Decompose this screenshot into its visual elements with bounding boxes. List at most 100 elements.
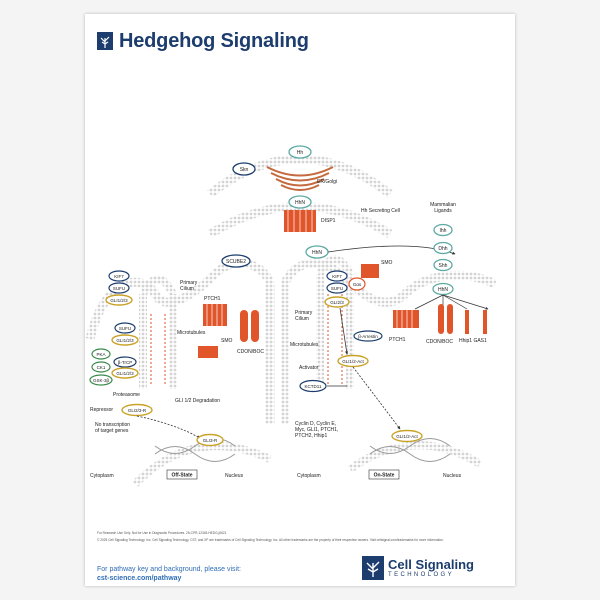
gli-act-nuclear: GLI1/2-Act [391, 429, 423, 443]
svg-text:GLI2/3: GLI2/3 [330, 300, 344, 305]
smo-left-label: SMO [221, 338, 233, 344]
svg-text:KIF7: KIF7 [332, 274, 342, 279]
gli3r-box: GLI2/3-R [121, 403, 153, 417]
primary-cilium-left [139, 275, 177, 389]
no-transcription-label-2: of target genes [95, 428, 129, 434]
svg-text:SUFU: SUFU [113, 286, 125, 291]
pathway-poster: Hedgehog Signaling [85, 14, 515, 586]
hhn-node-right: HhN [432, 282, 454, 296]
sufu-left: SUFU [108, 282, 130, 294]
hhn-node-mid: HhN [305, 245, 329, 259]
svg-text:Skn: Skn [240, 167, 249, 173]
nucleus-right [347, 441, 483, 473]
poster-header: Hedgehog Signaling [97, 28, 309, 54]
off-state-badge: Off-State [166, 469, 198, 480]
activator-label: Activator [299, 365, 319, 371]
er-golgi-label: ER/Golgi [317, 179, 337, 185]
cdon-boc-left-label: CDON/BOC [237, 349, 264, 355]
svg-text:Off-State: Off-State [171, 473, 192, 479]
nucleus-left [132, 442, 272, 487]
svg-text:Shh: Shh [439, 263, 448, 269]
brand-name: Cell Signaling [388, 556, 474, 572]
svg-text:GLI3-R: GLI3-R [203, 438, 218, 443]
btrcp-node: β-TrCP [113, 356, 137, 368]
svg-text:Ihh: Ihh [440, 228, 447, 234]
smo-right-receptor [361, 264, 379, 278]
microtubules-left-label: Microtubules [177, 330, 206, 336]
ptch1-right-receptor [393, 310, 419, 328]
svg-text:GLI2/3-R: GLI2/3-R [128, 408, 147, 413]
cst-tree-logo-icon [362, 556, 384, 580]
hhip1-gas1-label: Hhip1 GAS1 [459, 338, 487, 344]
svg-text:HhN: HhN [295, 200, 305, 206]
page-title: Hedgehog Signaling [119, 29, 309, 52]
dhh-node: Dhh [433, 241, 453, 255]
svg-text:Gαs: Gαs [353, 282, 362, 287]
skn-node: Skn [232, 162, 256, 176]
pathway-link-block: For pathway key and background, please v… [97, 565, 241, 583]
ihh-node: Ihh [433, 223, 453, 237]
svg-text:GLI1/2/3: GLI1/2/3 [110, 298, 128, 303]
svg-text:SUFU: SUFU [119, 326, 131, 331]
sufu-left-2: SUFU [114, 322, 136, 334]
svg-text:β-TrCP: β-TrCP [118, 360, 132, 365]
repressor-label: Repressor [90, 407, 113, 413]
ptch1-left-label: PTCH1 [204, 296, 221, 302]
svg-text:Dhh: Dhh [438, 246, 447, 252]
primary-cilium-mid-label: Primary [295, 310, 313, 316]
gli-right: GLI2/3 [324, 296, 350, 308]
dna-right [369, 438, 451, 462]
hh-node: Hh [288, 145, 312, 159]
cst-brand-logo: Cell Signaling TECHNOLOGY [362, 553, 510, 583]
disp1-label: DISP1 [321, 218, 336, 224]
ptch1-left-receptor [203, 304, 227, 326]
hh-secreting-label: Hh Secreting Cell [361, 208, 400, 214]
gas-node: Gαs [348, 277, 366, 291]
sufu-right: SUFU [326, 282, 348, 294]
research-use-line: For Research Use Only. Not for Use in Di… [97, 531, 227, 535]
mammalian-label: Mammalian [430, 202, 456, 208]
gli-left-1: GLI1/2/3 [105, 294, 133, 306]
targets-line-2: Myc, GLI1, PTCH1, [295, 427, 338, 433]
svg-text:GSK-3β: GSK-3β [93, 378, 110, 383]
svg-text:Hh: Hh [297, 150, 304, 156]
cilium-left-label: Cilium [180, 286, 194, 292]
cytoplasm-right-label: Cytoplasm [297, 473, 321, 479]
svg-text:GLI1/2-Act: GLI1/2-Act [342, 359, 364, 364]
targets-line-3: PTCH2, Hhip1 [295, 433, 327, 439]
gli-left-3: GLI1/2/3 [111, 367, 139, 379]
scube2-node: SCUBE2 [221, 254, 251, 268]
nucleus-left-label: Nucleus [225, 473, 244, 479]
gli-act-right: GLI1/2-Act [337, 354, 369, 368]
proteasome-label: Proteasome [113, 392, 140, 398]
svg-text:On-State: On-State [374, 473, 395, 479]
smo-left-receptor [198, 346, 218, 358]
microtubules-right-label: Microtubules [290, 342, 319, 348]
no-transcription-label-1: No transcription [95, 422, 130, 428]
kif7-right: KIF7 [326, 270, 348, 282]
cdon-boc-right-label: CDON/BOC [426, 339, 453, 345]
ck1-node: CK1 [91, 361, 111, 373]
pathway-url-link[interactable]: cst-science.com/pathway [97, 575, 182, 582]
copyright-line: © 2025 Cell Signaling Technology, Inc. C… [97, 538, 444, 542]
on-state-badge: On-State [368, 469, 400, 480]
svg-text:β-Arrestin: β-Arrestin [358, 334, 378, 339]
svg-text:GLI1/2-Act: GLI1/2-Act [396, 434, 418, 439]
svg-text:PKA: PKA [96, 352, 105, 357]
shh-node: Shh [433, 258, 453, 272]
barrestin-node: β-Arrestin [353, 330, 383, 342]
cst-tree-icon [97, 32, 113, 50]
ptch1-right-label: PTCH1 [389, 337, 406, 343]
svg-text:SCUBE2: SCUBE2 [226, 259, 246, 265]
er-golgi [266, 166, 334, 191]
disp1-receptor [284, 210, 316, 232]
gsk3b-node: GSK-3β [89, 374, 113, 386]
svg-text:HhN: HhN [438, 287, 448, 293]
smo-right-label: SMO [381, 260, 393, 266]
nucleus-right-label: Nucleus [443, 473, 462, 479]
svg-text:SUFU: SUFU [331, 286, 343, 291]
cilium-mid-label: Cilium [295, 316, 309, 322]
hhn-node-top: HhN [288, 195, 312, 209]
pathway-diagram: Hh Skn ER/Golgi HhN DISP1 Hh Secreting C… [85, 145, 498, 487]
targets-line-1: Cyclin D, Cyclin E, [295, 421, 336, 427]
